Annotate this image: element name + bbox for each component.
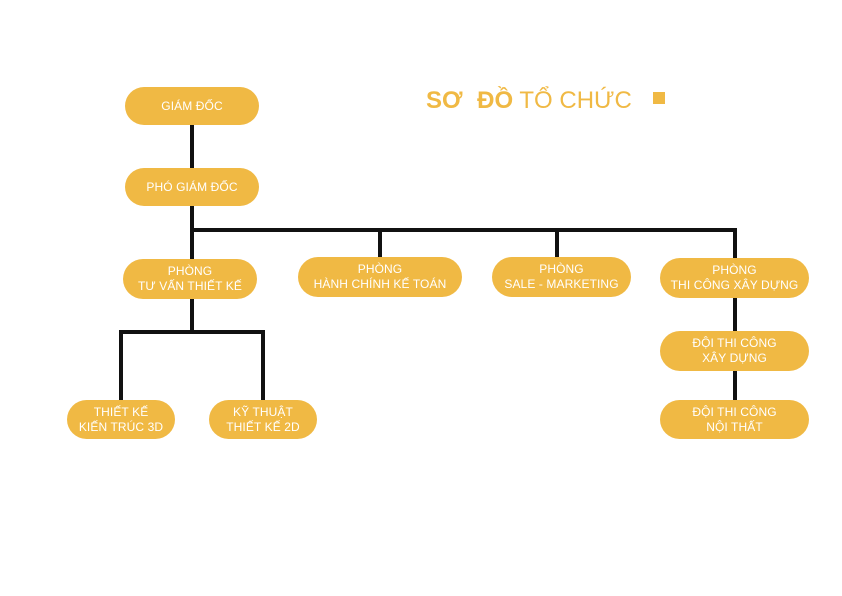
node-hanh-chinh-line1: PHÒNG bbox=[357, 262, 403, 276]
connector-to-tu-van bbox=[190, 228, 194, 260]
node-giam-doc: GIÁM ĐỐC bbox=[125, 87, 259, 125]
node-tu-van: PHÒNG TƯ VẤN THIẾT KẾ bbox=[123, 259, 257, 299]
node-sale-line1: PHÒNG bbox=[539, 262, 584, 276]
node-pho-giam-doc: PHÓ GIÁM ĐỐC bbox=[125, 168, 259, 206]
node-pho-giam-doc-line1: PHÓ GIÁM ĐỐC bbox=[146, 179, 238, 194]
node-hanh-chinh: PHÒNG HÀNH CHÍNH KẾ TOÁN bbox=[298, 257, 462, 297]
node-doi-xay-dung-line1: ĐỘI THI CÔNG bbox=[692, 336, 777, 350]
connector-to-thi-cong bbox=[733, 228, 737, 260]
title-square-icon bbox=[652, 91, 665, 104]
connector-to-hanh-chinh bbox=[378, 228, 382, 258]
connector-to-kien-truc bbox=[119, 330, 123, 402]
node-kien-truc: THIẾT KẾ KIẾN TRÚC 3D bbox=[67, 400, 175, 439]
connector-tu-van-down bbox=[190, 298, 194, 334]
node-giam-doc-line1: GIÁM ĐỐC bbox=[161, 98, 223, 113]
connector-director-to-deputy bbox=[190, 124, 194, 170]
page-title: SƠ ĐỒ TỔ CHỨC bbox=[426, 84, 665, 118]
node-kien-truc-line1: THIẾT KẾ bbox=[93, 404, 149, 419]
node-tu-van-line2: TƯ VẤN THIẾT KẾ bbox=[138, 279, 242, 293]
connector-to-sale bbox=[555, 228, 559, 258]
connector-thi-cong-to-xay-dung bbox=[733, 296, 737, 332]
node-doi-noi-that-line2: NỘI THẤT bbox=[706, 419, 763, 434]
connector-to-ky-thuat bbox=[261, 330, 265, 402]
title-word-3: TỔ CHỨC bbox=[519, 87, 632, 114]
node-doi-xay-dung-line2: XÂY DỰNG bbox=[702, 351, 767, 365]
title-word-2: ĐỒ bbox=[477, 87, 514, 114]
connector-deputy-to-bus bbox=[190, 206, 194, 232]
connector-sub-bus bbox=[119, 330, 265, 334]
node-thi-cong-line1: PHÒNG bbox=[712, 263, 757, 277]
node-hanh-chinh-line2: HÀNH CHÍNH KẾ TOÁN bbox=[313, 277, 447, 291]
node-sale: PHÒNG SALE - MARKETING bbox=[492, 257, 631, 297]
node-thi-cong: PHÒNG THI CÔNG XÂY DỰNG bbox=[660, 258, 809, 298]
connector-main-bus bbox=[190, 228, 737, 232]
node-kien-truc-line2: KIẾN TRÚC 3D bbox=[78, 419, 164, 434]
node-ky-thuat: KỸ THUẬT THIẾT KẾ 2D bbox=[209, 400, 317, 439]
node-ky-thuat-line2: THIẾT KẾ 2D bbox=[226, 419, 300, 434]
node-doi-xay-dung: ĐỘI THI CÔNG XÂY DỰNG bbox=[660, 331, 809, 371]
title-word-1: SƠ bbox=[426, 87, 463, 114]
connector-xay-dung-to-noi-that bbox=[733, 370, 737, 402]
node-thi-cong-line2: THI CÔNG XÂY DỰNG bbox=[670, 278, 799, 292]
node-doi-noi-that: ĐỘI THI CÔNG NỘI THẤT bbox=[660, 400, 809, 439]
node-ky-thuat-line1: KỸ THUẬT bbox=[233, 404, 293, 419]
node-sale-line2: SALE - MARKETING bbox=[504, 277, 619, 291]
node-tu-van-line1: PHÒNG bbox=[167, 264, 213, 278]
node-doi-noi-that-line1: ĐỘI THI CÔNG bbox=[692, 404, 777, 419]
